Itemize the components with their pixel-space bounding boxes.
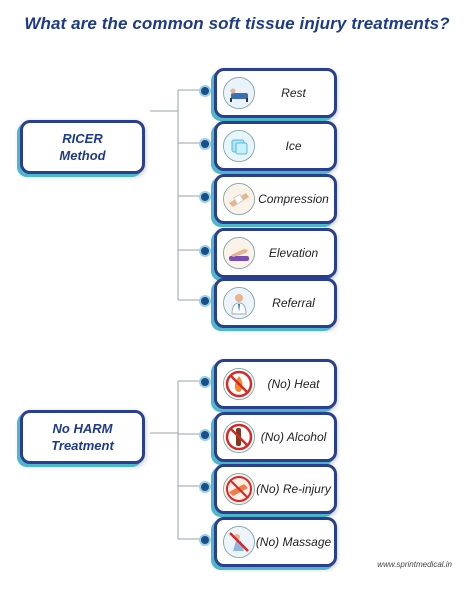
connector-dot [199, 138, 211, 150]
connector-dot [199, 245, 211, 257]
website-footer: www.sprintmedical.in [377, 560, 452, 569]
connector-dot [199, 85, 211, 97]
no-alcohol-icon [223, 421, 255, 453]
treatment-referral: Referral [214, 278, 337, 328]
elevated-leg-icon [223, 237, 255, 269]
ice-cube-icon [223, 130, 255, 162]
treatment-no-alcohol: (No) Alcohol [214, 412, 337, 462]
connector-dot [199, 481, 211, 493]
treatment-label: Compression [258, 192, 329, 206]
bed-icon [223, 77, 255, 109]
no-injury-icon [223, 473, 255, 505]
treatment-label: (No) Alcohol [260, 430, 327, 444]
connector-dot [199, 534, 211, 546]
connector-dot [199, 295, 211, 307]
treatment-no-heat: (No) Heat [214, 359, 337, 409]
connector-dot [199, 376, 211, 388]
treatment-elevation: Elevation [214, 228, 337, 278]
treatment-no-massage: (No) Massage [214, 517, 337, 567]
no-harm-treatment-box: No HARM Treatment [20, 410, 145, 464]
treatment-label: (No) Heat [267, 377, 320, 391]
page-title: What are the common soft tissue injury t… [24, 14, 450, 33]
group-title-line1: RICER [62, 131, 103, 146]
group-title-line1: No HARM [52, 421, 113, 436]
group-title-line2: Treatment [51, 438, 114, 453]
treatment-label: Elevation [268, 246, 319, 260]
treatment-label: (No) Massage [255, 535, 332, 549]
connector-dot [199, 191, 211, 203]
no-fire-icon [223, 368, 255, 400]
connector-dot [199, 429, 211, 441]
treatment-label: (No) Re-injury [256, 482, 331, 496]
treatment-no-reinjury: (No) Re-injury [214, 464, 337, 514]
no-massage-icon [223, 526, 255, 558]
treatment-label: Rest [281, 86, 306, 100]
treatment-label: Ice [285, 139, 302, 153]
bandaged-arm-icon [223, 183, 255, 215]
treatment-ice: Ice [214, 121, 337, 171]
doctor-icon [223, 287, 255, 319]
ricer-method-box: RICER Method [20, 120, 145, 174]
group-title-line2: Method [59, 148, 106, 163]
treatment-rest: Rest [214, 68, 337, 118]
treatment-label: Referral [272, 296, 315, 310]
treatment-compression: Compression [214, 174, 337, 224]
